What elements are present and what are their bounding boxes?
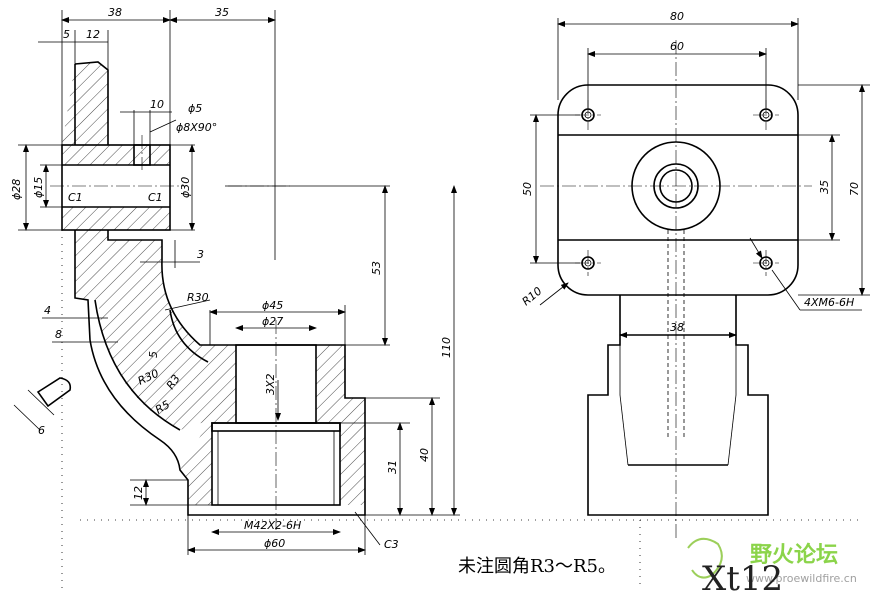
- section-dimension-lines: [13, 10, 460, 555]
- dim-phi27: ϕ27: [262, 315, 283, 328]
- dim-110: 110: [440, 337, 453, 358]
- boss-outline: [61, 144, 171, 231]
- dim-c1-left: C1: [68, 191, 83, 204]
- dim-phi8x90: ϕ8X90°: [176, 121, 217, 134]
- dim-6: 6: [38, 424, 45, 437]
- dim-50: 50: [521, 182, 534, 196]
- dim-53: 53: [370, 261, 383, 275]
- dim-3x2: 3X2: [264, 373, 277, 395]
- watermark-logo-text: 野火论坛: [750, 542, 838, 568]
- dim-38-right: 38: [670, 321, 684, 334]
- dim-5: 5: [63, 28, 70, 41]
- dim-phi30: ϕ30: [179, 177, 192, 198]
- section-view: 38 35 5 12 10 ϕ5 ϕ8X90° ϕ28 ϕ15 C1 C1 ϕ3…: [10, 6, 460, 555]
- dim-c1-right: C1: [148, 191, 163, 204]
- flange-outline: [557, 84, 799, 296]
- dim-60: 60: [670, 40, 684, 53]
- section-hatch-body-left: [180, 345, 236, 505]
- dim-8: 8: [55, 328, 62, 341]
- dim-35: 35: [215, 6, 229, 19]
- dim-10: 10: [150, 98, 164, 111]
- dim-phi5: ϕ5: [188, 102, 202, 115]
- inner-channel-left: [94, 299, 181, 431]
- section-hatch-arm: [62, 62, 108, 145]
- watermark-label: Xt12: [702, 559, 783, 599]
- dim-4xm6: 4XM6-6H: [804, 296, 854, 309]
- section-hatch-elbow: [75, 230, 210, 430]
- arm-outline: [74, 61, 109, 145]
- dim-31: 31: [386, 460, 399, 474]
- dim-4: 4: [44, 304, 51, 317]
- dim-12: 12: [86, 28, 100, 41]
- dim-r5: R5: [153, 398, 172, 417]
- dim-m42: M42X2-6H: [244, 519, 301, 532]
- dim-3: 3: [197, 248, 204, 261]
- unspecified-fillet-note: 未注圆角R3～R5。: [458, 556, 616, 577]
- dim-c3: C3: [384, 538, 399, 551]
- base-outline: [587, 295, 769, 516]
- dim-70: 70: [848, 182, 861, 196]
- dim-r30-top: R30: [187, 291, 209, 304]
- section-hatch-boss: [62, 145, 170, 230]
- watermark-url: www.proewildfire.cn: [746, 572, 857, 585]
- pin-part: [36, 377, 72, 408]
- dim-phi15: ϕ15: [32, 177, 45, 198]
- side-view: 80 60 50 35 70 R10 4XM6-6H 38: [520, 10, 870, 540]
- guide-dots: [61, 230, 860, 590]
- side-dimension-lines: [530, 18, 870, 338]
- dim-40: 40: [418, 448, 431, 462]
- dim-phi45: ϕ45: [262, 299, 283, 312]
- bolt-holes: [581, 108, 773, 270]
- dim-5-small: 5: [147, 351, 160, 358]
- dim-38: 38: [108, 6, 122, 19]
- inner-channel-right: [169, 309, 209, 363]
- elbow-outer: [74, 230, 366, 516]
- dim-12-bottom: 12: [132, 486, 145, 500]
- dim-phi60: ϕ60: [264, 537, 285, 550]
- dim-80: 80: [670, 10, 684, 23]
- flame-logo-icon: [687, 537, 723, 579]
- watermark: 野火论坛 www.proewildfire.cn Xt12: [687, 537, 857, 599]
- dim-phi28: ϕ28: [10, 179, 23, 200]
- dim-35-right: 35: [818, 180, 831, 194]
